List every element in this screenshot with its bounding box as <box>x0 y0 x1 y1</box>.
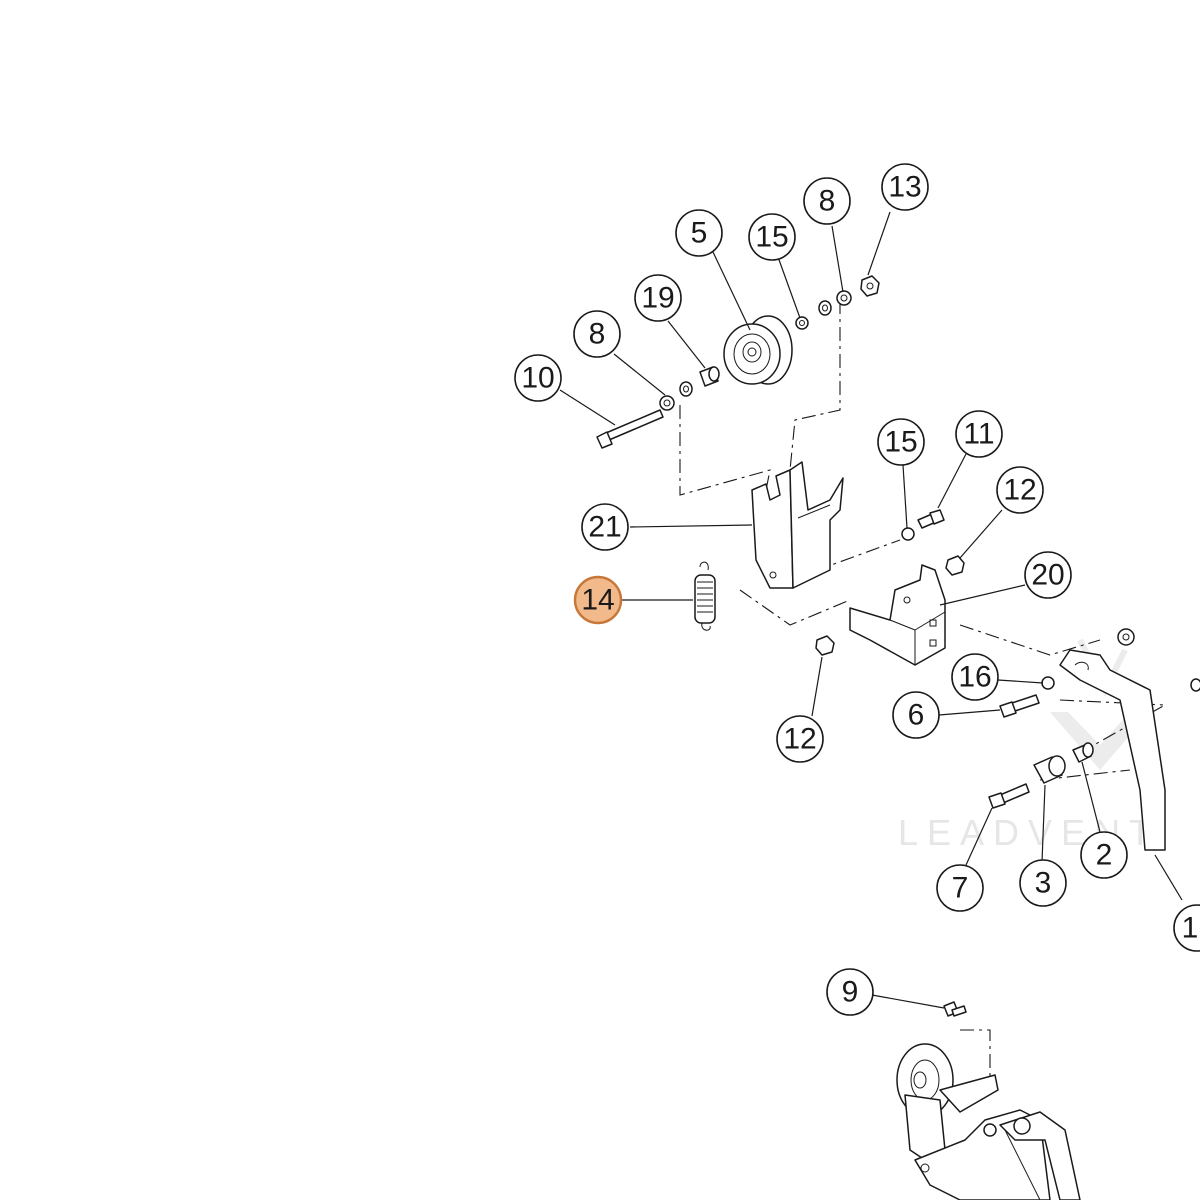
callout-label: 10 <box>521 362 554 395</box>
bolt-part-6 <box>999 694 1040 718</box>
callout-13[interactable]: 13 <box>881 163 929 211</box>
bracket-part-21 <box>751 461 844 589</box>
callout-5[interactable]: 5 <box>675 209 723 257</box>
callout-label: 13 <box>888 171 921 204</box>
callout-12-top[interactable]: 12 <box>996 466 1044 514</box>
callout-11[interactable]: 11 <box>955 410 1003 458</box>
watermark: LEADVENT <box>898 638 1151 853</box>
arm-part-1 <box>1059 649 1166 851</box>
bolt-part-9 <box>943 1001 967 1017</box>
callout-1[interactable]: 1 <box>1173 904 1200 952</box>
callout-label: 15 <box>884 426 917 459</box>
callout-14-highlighted[interactable]: 14 <box>573 575 623 625</box>
washer-part-mid <box>818 300 832 316</box>
callout-7[interactable]: 7 <box>936 864 984 912</box>
callout-label: 12 <box>783 723 816 756</box>
callout-label: 2 <box>1096 839 1113 872</box>
leader-lines <box>559 211 1183 1009</box>
bolt-part-7 <box>988 783 1030 809</box>
callout-16[interactable]: 16 <box>951 653 999 701</box>
callout-label: 8 <box>589 318 606 351</box>
callout-label: 8 <box>819 185 836 218</box>
callout-12-bottom[interactable]: 12 <box>776 715 824 763</box>
callout-15-top[interactable]: 15 <box>748 213 796 261</box>
washer-part-left <box>679 381 693 397</box>
callout-label: 6 <box>908 699 925 732</box>
bracket-part-20 <box>849 564 946 666</box>
nut-part-15-mid <box>901 527 915 541</box>
callout-8-left[interactable]: 8 <box>573 310 621 358</box>
callout-label: 14 <box>581 584 614 617</box>
spring-part-14 <box>694 561 716 631</box>
nut-part-12-top <box>945 555 965 576</box>
washer-part-8-left <box>659 395 675 411</box>
assembly-guide-lines <box>679 300 1167 1080</box>
nut-part-12-bottom <box>815 635 835 656</box>
callout-label: 3 <box>1035 867 1052 900</box>
washer-part-right-edge <box>1117 628 1200 692</box>
callout-label: 20 <box>1031 559 1064 592</box>
washer-part-8-right <box>836 290 852 306</box>
callout-8-right[interactable]: 8 <box>803 177 851 225</box>
callout-20[interactable]: 20 <box>1024 551 1072 599</box>
bushing-part-2 <box>1072 742 1094 763</box>
nut-part-15-top <box>795 316 809 330</box>
nut-part-16 <box>1041 676 1055 690</box>
callout-label: 12 <box>1003 474 1036 507</box>
pulley-part-5 <box>723 315 793 385</box>
callout-9[interactable]: 9 <box>826 968 874 1016</box>
bolt-part-10 <box>596 409 664 449</box>
callout-3[interactable]: 3 <box>1019 859 1067 907</box>
callout-label: 9 <box>842 976 859 1009</box>
callout-10[interactable]: 10 <box>514 354 562 402</box>
nut-part-13 <box>860 275 880 297</box>
spacer-part-19 <box>699 366 720 387</box>
callout-label: 16 <box>958 661 991 694</box>
bolt-part-11 <box>917 509 945 529</box>
callout-label: 5 <box>691 217 708 250</box>
callout-label: 7 <box>952 872 969 905</box>
callout-label: 15 <box>755 221 788 254</box>
callout-2[interactable]: 2 <box>1080 831 1128 879</box>
callout-21[interactable]: 21 <box>581 503 629 551</box>
callout-label: 21 <box>588 511 621 544</box>
callout-15-mid[interactable]: 15 <box>877 418 925 466</box>
callout-6[interactable]: 6 <box>892 691 940 739</box>
callout-label: 11 <box>963 418 994 451</box>
lower-assembly-part <box>896 1043 1081 1200</box>
callout-label: 1 <box>1182 912 1199 945</box>
callout-19[interactable]: 19 <box>634 274 682 322</box>
callout-label: 19 <box>641 282 674 315</box>
spacer-part-3 <box>1033 755 1066 784</box>
